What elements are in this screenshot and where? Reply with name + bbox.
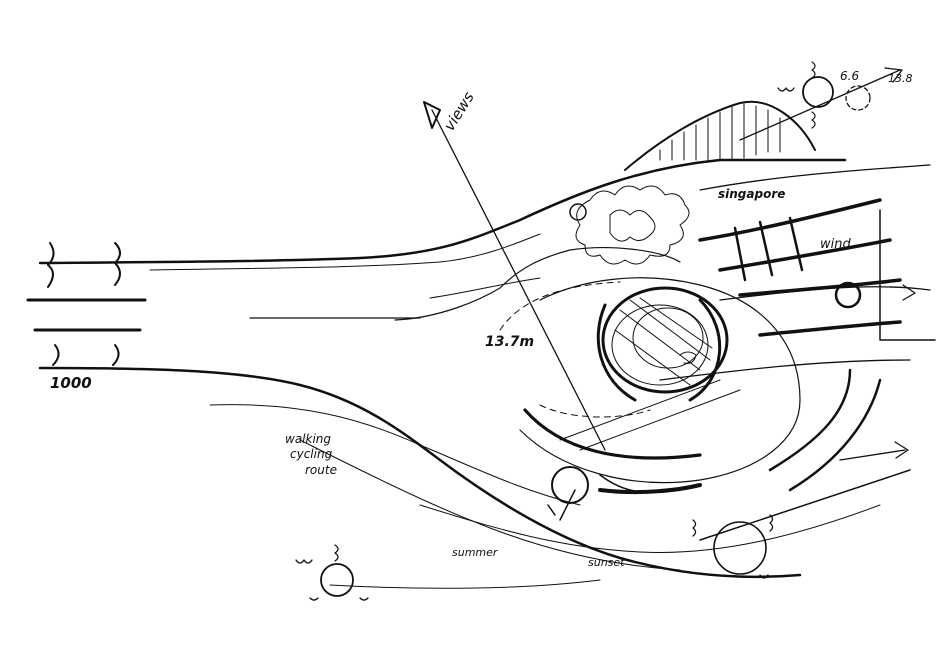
sunset-label: sunset <box>588 556 625 569</box>
singapore-label: singapore <box>718 187 785 201</box>
tree-canopy <box>569 185 690 265</box>
views-label: views <box>440 89 478 135</box>
scale-label: 1000 <box>50 374 92 392</box>
wind-label: wind <box>820 237 851 252</box>
route-label-2: cycling <box>290 447 333 461</box>
sun-angle-138: 13.8 <box>888 72 913 85</box>
sun-angle-66: 6.6 <box>840 69 859 83</box>
distance-label: 13.7m <box>485 334 534 350</box>
route-label-1: walking <box>285 432 331 446</box>
hatched-mound <box>624 100 816 171</box>
sun-bottom-left <box>295 544 369 601</box>
summer-label: summer <box>452 546 499 559</box>
wind-strokes <box>659 164 936 492</box>
left-road-ends <box>26 242 147 366</box>
route-label-3: route <box>305 463 337 477</box>
upper-promenade-edge <box>38 158 847 321</box>
lower-promenade-edge <box>38 366 911 589</box>
views-line <box>423 101 606 451</box>
central-structure <box>499 277 862 484</box>
sun-bottom-right <box>692 514 774 579</box>
sun-top-right <box>739 61 903 141</box>
bold-ground-line <box>598 483 702 495</box>
